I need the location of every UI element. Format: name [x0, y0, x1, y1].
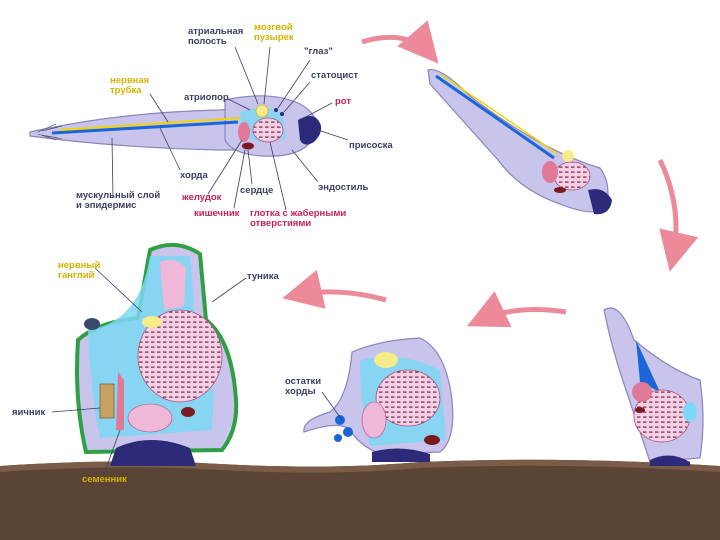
larva-sucker: [298, 116, 322, 145]
larva-eye: [274, 108, 278, 112]
adult-sucker: [110, 440, 196, 466]
label-eye: "глаз": [304, 46, 333, 57]
label-heart: сердце: [240, 185, 274, 196]
label-muscle-layer: мускульный слой и эпидермис: [76, 190, 161, 211]
arrow-stage2-to-3: [657, 158, 699, 272]
arrow-stage3-to-4: [466, 291, 567, 328]
settled-metamorphosis: [603, 307, 704, 466]
label-pharynx: глотка с жаберными отверстиями: [250, 208, 347, 229]
larva-pharynx: [252, 117, 284, 143]
larva-statocyst: [280, 112, 284, 116]
label-statocyst: статоцист: [311, 70, 359, 81]
leader-lines: [111, 46, 349, 211]
larva-heart: [242, 142, 254, 150]
arrow-stage1-to-2: [361, 20, 439, 64]
larva-brain-vesicle: [255, 104, 269, 118]
label-atriopore: атриопор: [184, 92, 229, 103]
larva-attaching: [427, 68, 612, 215]
label-nerve-ganglion: нервный ганглий: [58, 260, 101, 281]
label-brain-vesicle: мозгвой пузырек: [254, 22, 294, 43]
label-nerve-tube: нервная трубка: [110, 75, 150, 96]
tail-fin-rays: [37, 123, 63, 141]
larva-nerve-tube: [59, 117, 241, 131]
label-atrial-cavity: атриальная полость: [188, 26, 244, 47]
arrow-stage4-to-5: [282, 269, 387, 309]
label-chord-remnants: остатки хорды: [285, 376, 322, 397]
label-sucker: присоска: [349, 140, 393, 151]
label-testis: семенник: [82, 474, 127, 485]
juvenile: [303, 337, 454, 462]
label-endostyle: эндостиль: [318, 182, 369, 193]
label-tunic: туника: [247, 271, 279, 282]
label-intestine: кишечник: [194, 208, 240, 219]
label-chord: хорда: [180, 170, 208, 181]
larva-labeled: [29, 95, 322, 157]
label-ovary: яичник: [12, 407, 46, 418]
ground: [0, 459, 720, 540]
adult-ascidian: [75, 242, 239, 466]
label-mouth: рот: [335, 96, 352, 107]
label-stomach: желудок: [182, 192, 222, 203]
larva-chord: [51, 120, 239, 135]
larva-stomach: [238, 122, 250, 142]
adult-ovary: [99, 383, 115, 419]
